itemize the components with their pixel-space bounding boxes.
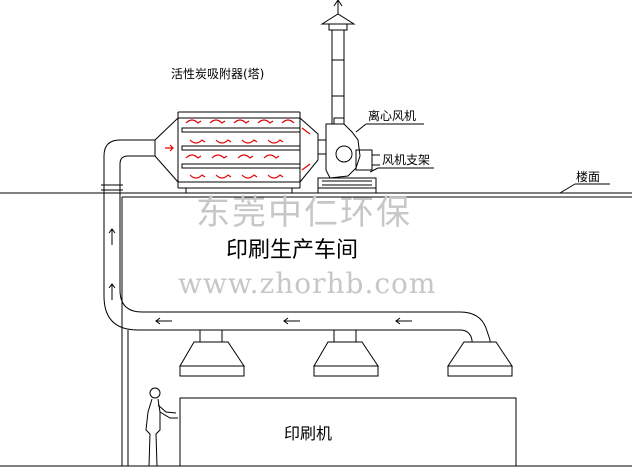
fan-stand [317,177,377,193]
chimney-stack [320,0,356,125]
workshop-wall [121,197,129,466]
floor-leader [559,183,610,194]
printing-machine [179,397,517,467]
hood-1 [179,330,245,377]
label-adsorber: 活性炭吸附器(塔) [171,67,265,81]
label-leaders [355,123,434,173]
adsorber-tower [154,111,319,193]
hood-3 [447,340,513,377]
watermark-company: 东莞中仁环保 [196,193,412,233]
centrifugal-fan [318,117,380,179]
watermark-url: www.zhorhb.com [178,267,437,300]
worker-figure [145,387,178,467]
duct-horizontal-arrows [155,317,412,325]
hood-2 [313,330,379,377]
label-fan-stand: 风机支架 [382,153,431,167]
label-printer: 印刷机 [284,424,333,443]
label-workshop: 印刷生产车间 [226,238,359,263]
duct-elbow-right [459,311,491,341]
airflow-curls [165,119,311,179]
label-floor: 楼面 [576,170,601,184]
label-fan: 离心风机 [368,109,417,123]
duct-vertical [101,139,460,331]
